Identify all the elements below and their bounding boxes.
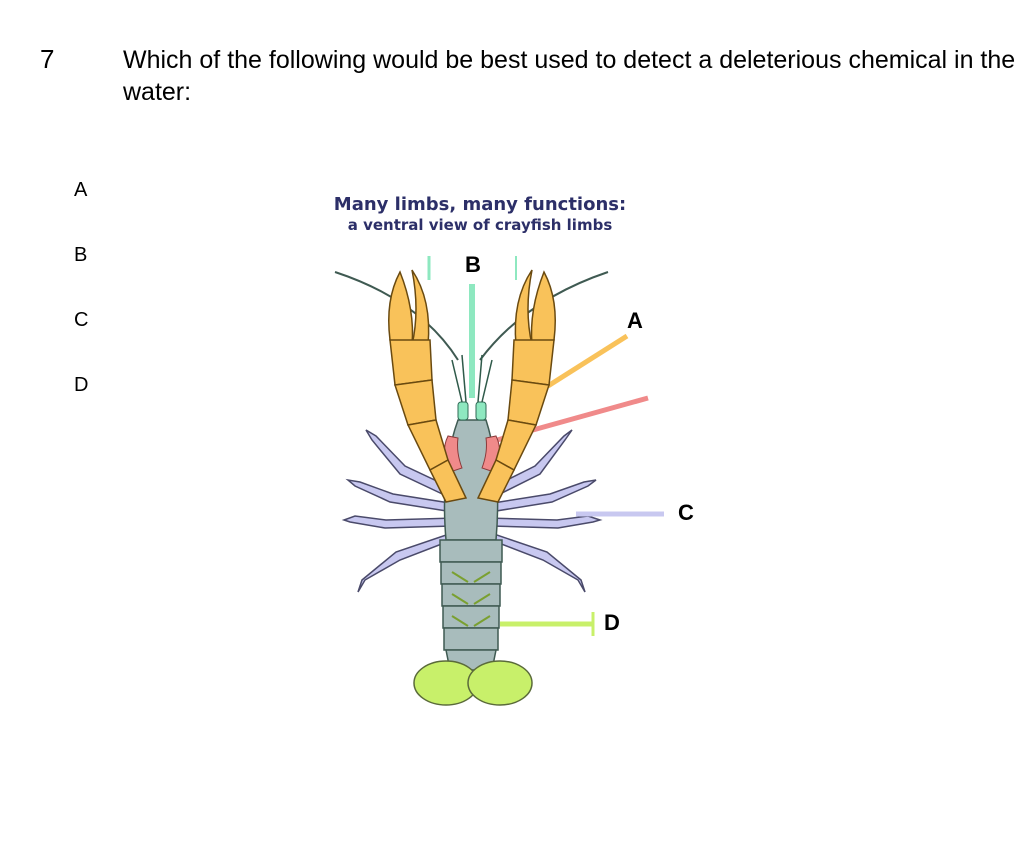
- label-b: B: [465, 252, 481, 277]
- claw-left-carpus: [395, 380, 436, 425]
- abdomen: [440, 540, 502, 670]
- abdomen-segment: [441, 562, 501, 584]
- antennule-base-right: [476, 402, 486, 420]
- antennule: [462, 355, 466, 402]
- claw-left-thumb: [412, 270, 429, 345]
- antennule: [452, 360, 462, 402]
- walking-leg: [344, 516, 455, 528]
- label-c: C: [678, 500, 694, 525]
- claw-left-finger: [389, 272, 413, 345]
- claw-left-palm: [390, 340, 432, 385]
- antennule: [478, 355, 482, 402]
- claw-right-carpus: [508, 380, 549, 425]
- pointer-line-a: [548, 336, 627, 386]
- claw-right-palm: [512, 340, 554, 385]
- claw-right-finger: [532, 272, 556, 345]
- abdomen-segment: [442, 584, 500, 606]
- abdomen-segment: [440, 540, 502, 562]
- tail-fan-right: [468, 661, 532, 705]
- abdomen-segment: [443, 606, 499, 628]
- claw-right-thumb: [515, 270, 532, 345]
- walking-leg: [488, 516, 600, 528]
- label-a: A: [627, 308, 643, 333]
- abdomen-segment: [444, 628, 498, 650]
- antennule: [482, 360, 492, 402]
- antennule-base-left: [458, 402, 468, 420]
- antennule-base: [458, 402, 486, 420]
- label-d: D: [604, 610, 620, 635]
